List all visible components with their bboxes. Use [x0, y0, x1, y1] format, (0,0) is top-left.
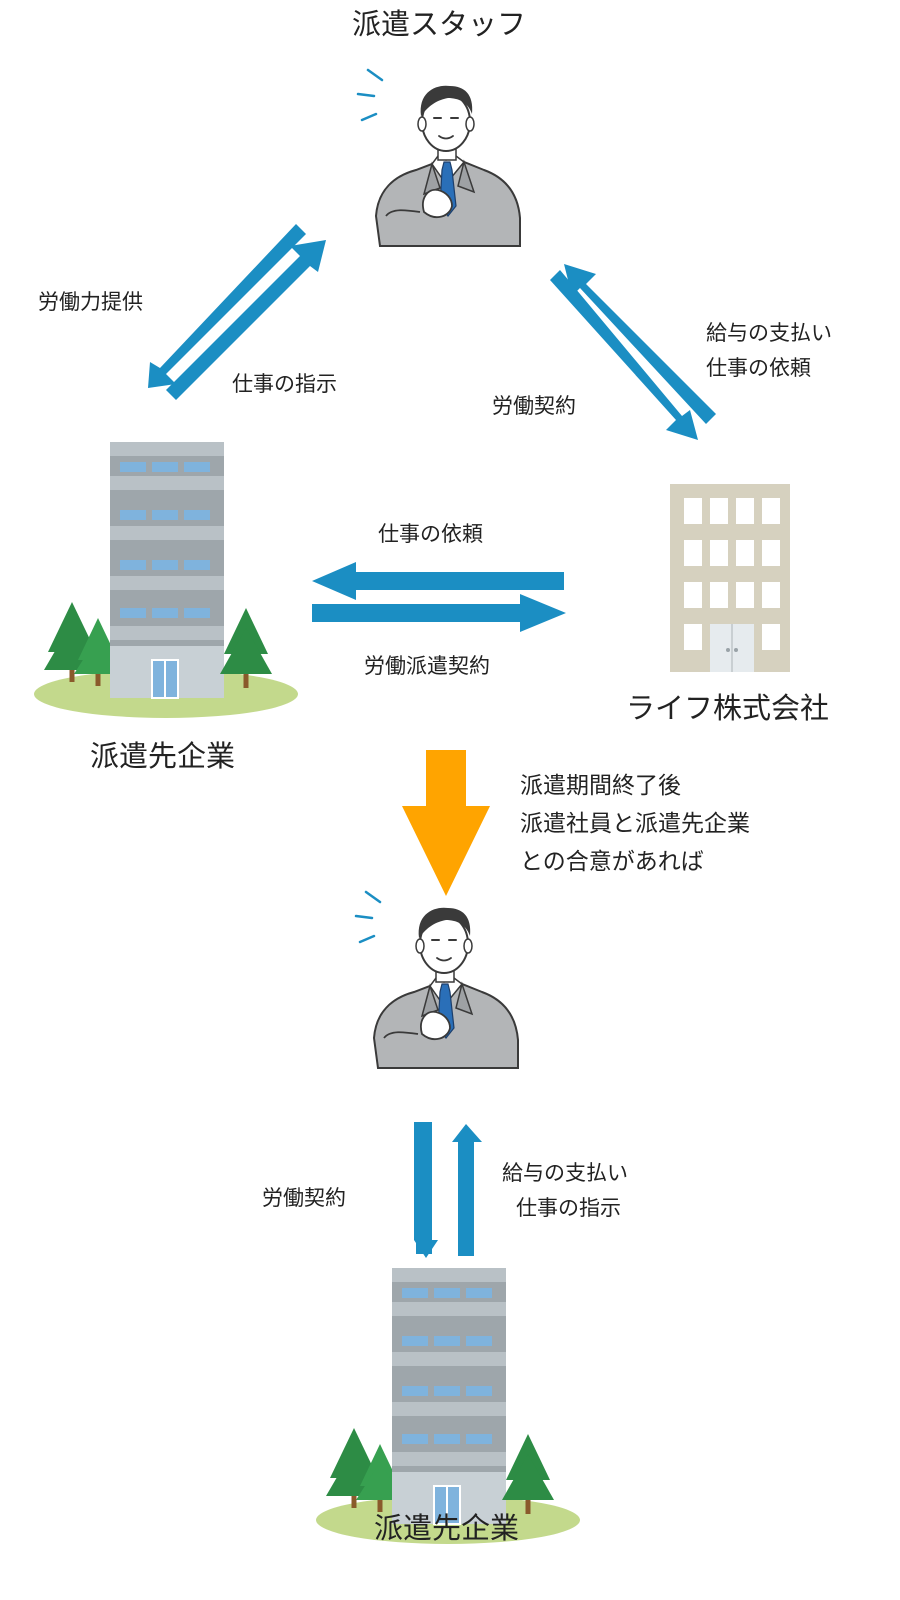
salary-payment-arrow	[564, 264, 716, 424]
salary-payment-line: 給与の支払い	[706, 321, 832, 345]
label-labor-contract: 労働契約	[492, 394, 576, 418]
label-work-instruction: 仕事の指示	[232, 372, 337, 396]
condition-line-1: 派遣期間終了後	[520, 773, 681, 799]
condition-line-3: との合意があれば	[520, 848, 704, 875]
label-bottom-labor-contract: 労働契約	[262, 1186, 346, 1210]
bottom-labor-contract-arrow	[414, 1122, 438, 1258]
label-salary-payment: 給与の支払い 仕事の依頼	[706, 316, 832, 385]
businessman-icon	[356, 68, 522, 248]
transition-condition: 派遣期間終了後 派遣社員と派遣先企業 との合意があれば	[520, 768, 750, 882]
label-bottom-salary: 給与の支払い 仕事の指示	[502, 1156, 628, 1225]
client-company-label: 派遣先企業	[90, 739, 236, 773]
label-agency-work-request: 仕事の依頼	[378, 522, 483, 546]
bottom-salary-line: 給与の支払い	[502, 1161, 628, 1185]
labor-provision-arrow	[148, 224, 306, 388]
down-arrow-icon	[402, 750, 490, 896]
office-building-icon	[316, 1268, 580, 1544]
bottom-client-company-label: 派遣先企業	[374, 1511, 520, 1545]
work-request-line: 仕事の依頼	[706, 355, 811, 380]
work-instruction-arrow	[166, 240, 326, 400]
label-dispatch-contract: 労働派遣契約	[364, 654, 490, 678]
staff-title: 派遣スタッフ	[352, 7, 527, 41]
office-building-icon	[669, 483, 791, 673]
agency-name: ライフ株式会社	[626, 691, 830, 725]
agency-work-request-arrow	[312, 562, 564, 600]
bottom-instruction-line: 仕事の指示	[516, 1195, 621, 1220]
dispatch-contract-arrow	[312, 594, 566, 632]
office-building-icon	[34, 442, 298, 718]
condition-line-2: 派遣社員と派遣先企業	[520, 810, 750, 837]
labor-contract-arrow	[550, 270, 698, 440]
label-labor-provision: 労働力提供	[38, 290, 143, 314]
bottom-salary-arrow	[452, 1124, 482, 1256]
businessman-icon	[354, 890, 520, 1070]
